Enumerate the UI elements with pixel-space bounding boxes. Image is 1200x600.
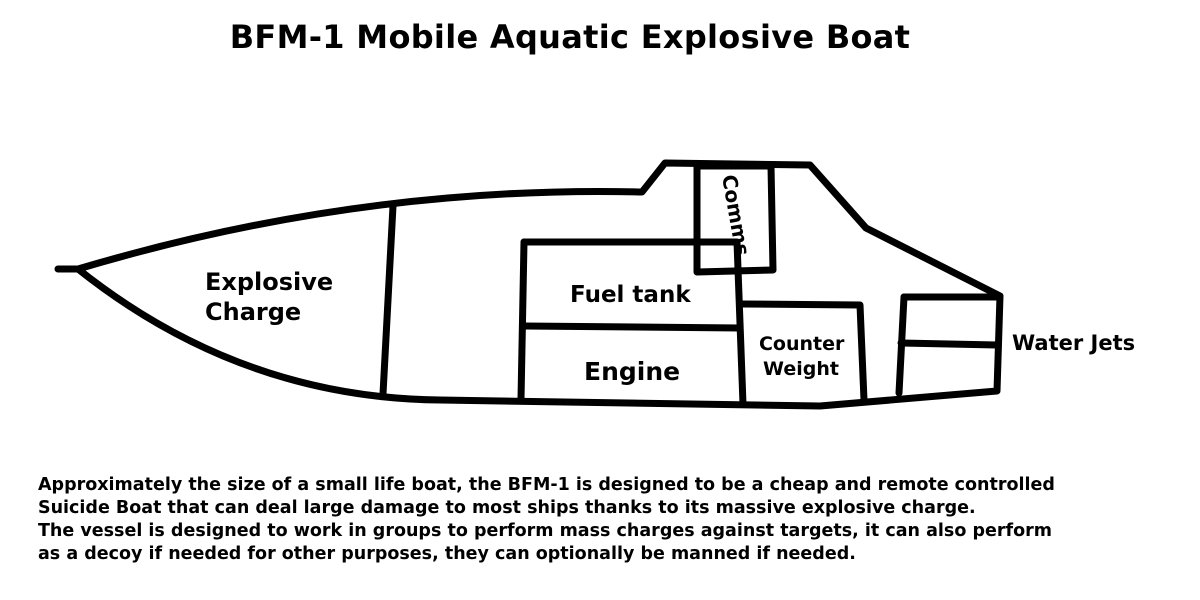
label-counter-weight: Counter Weight xyxy=(759,333,851,380)
description-line: The vessel is designed to work in groups… xyxy=(38,521,1052,541)
diagram-title: BFM-1 Mobile Aquatic Explosive Boat xyxy=(229,18,911,56)
description-text: Approximately the size of a small life b… xyxy=(38,474,1198,566)
label-water-jets: Water Jets xyxy=(1012,331,1135,355)
description-line: as a decoy if needed for other purposes,… xyxy=(38,544,856,564)
fuel-engine-divider xyxy=(520,322,744,332)
description-line: Suicide Boat that can deal large damage … xyxy=(38,498,976,518)
description-line: Approximately the size of a small life b… xyxy=(38,475,1055,495)
label-fuel-tank: Fuel tank xyxy=(570,282,691,308)
label-explosive-charge: Explosive Charge xyxy=(205,268,342,326)
label-engine: Engine xyxy=(584,357,680,386)
explosive-bulkhead xyxy=(379,202,397,398)
water-jets-divider xyxy=(897,339,1001,349)
counter-weight-compartment xyxy=(739,300,868,404)
fuel-tank-left-wall xyxy=(517,238,528,403)
fuel-engine-compartment xyxy=(520,238,747,408)
comms-compartment xyxy=(693,162,777,276)
